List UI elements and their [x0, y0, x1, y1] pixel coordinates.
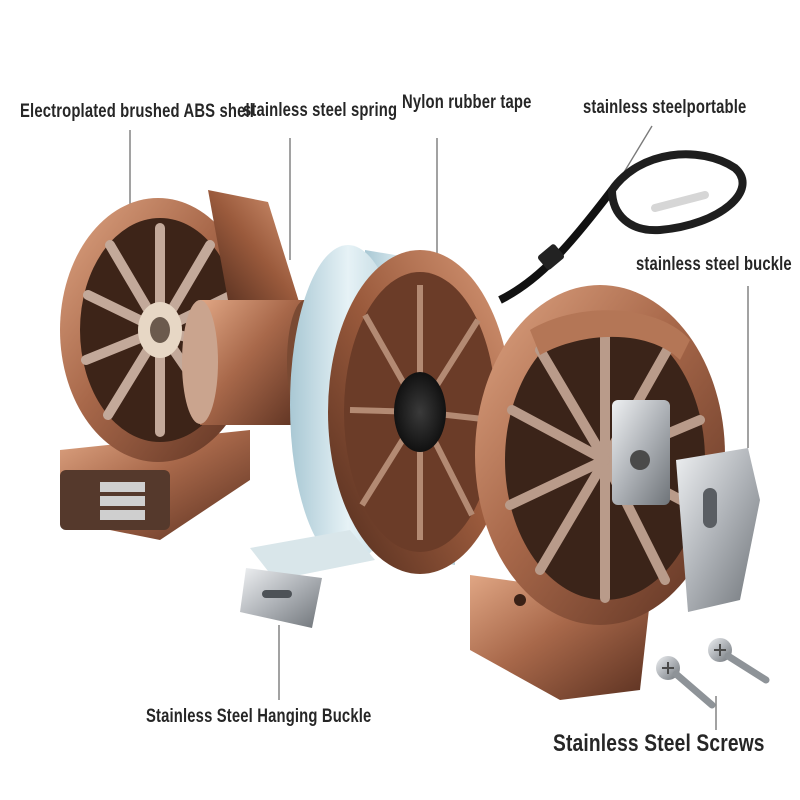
lock-mechanism — [100, 482, 145, 520]
hanging-buckle — [240, 568, 322, 628]
belt-buckle — [676, 448, 760, 612]
label-buckle: stainless steel buckle — [636, 254, 792, 275]
label-screws: Stainless Steel Screws — [553, 730, 765, 757]
right-shell — [470, 285, 725, 700]
label-portable: stainless steelportable — [583, 97, 747, 118]
carabiner — [607, 150, 747, 235]
screw-1 — [656, 656, 716, 709]
label-tape: Nylon rubber tape — [402, 92, 532, 113]
tape-spool — [290, 245, 512, 574]
lanyard — [498, 187, 616, 304]
label-hanging-buckle: Stainless Steel Hanging Buckle — [146, 706, 372, 727]
screw-2 — [708, 638, 770, 684]
copper-flap — [208, 190, 300, 305]
tape-strip — [250, 530, 375, 580]
label-shell: Electroplated brushed ABS shell — [20, 101, 255, 122]
label-spring: stainless steel spring — [243, 100, 398, 121]
